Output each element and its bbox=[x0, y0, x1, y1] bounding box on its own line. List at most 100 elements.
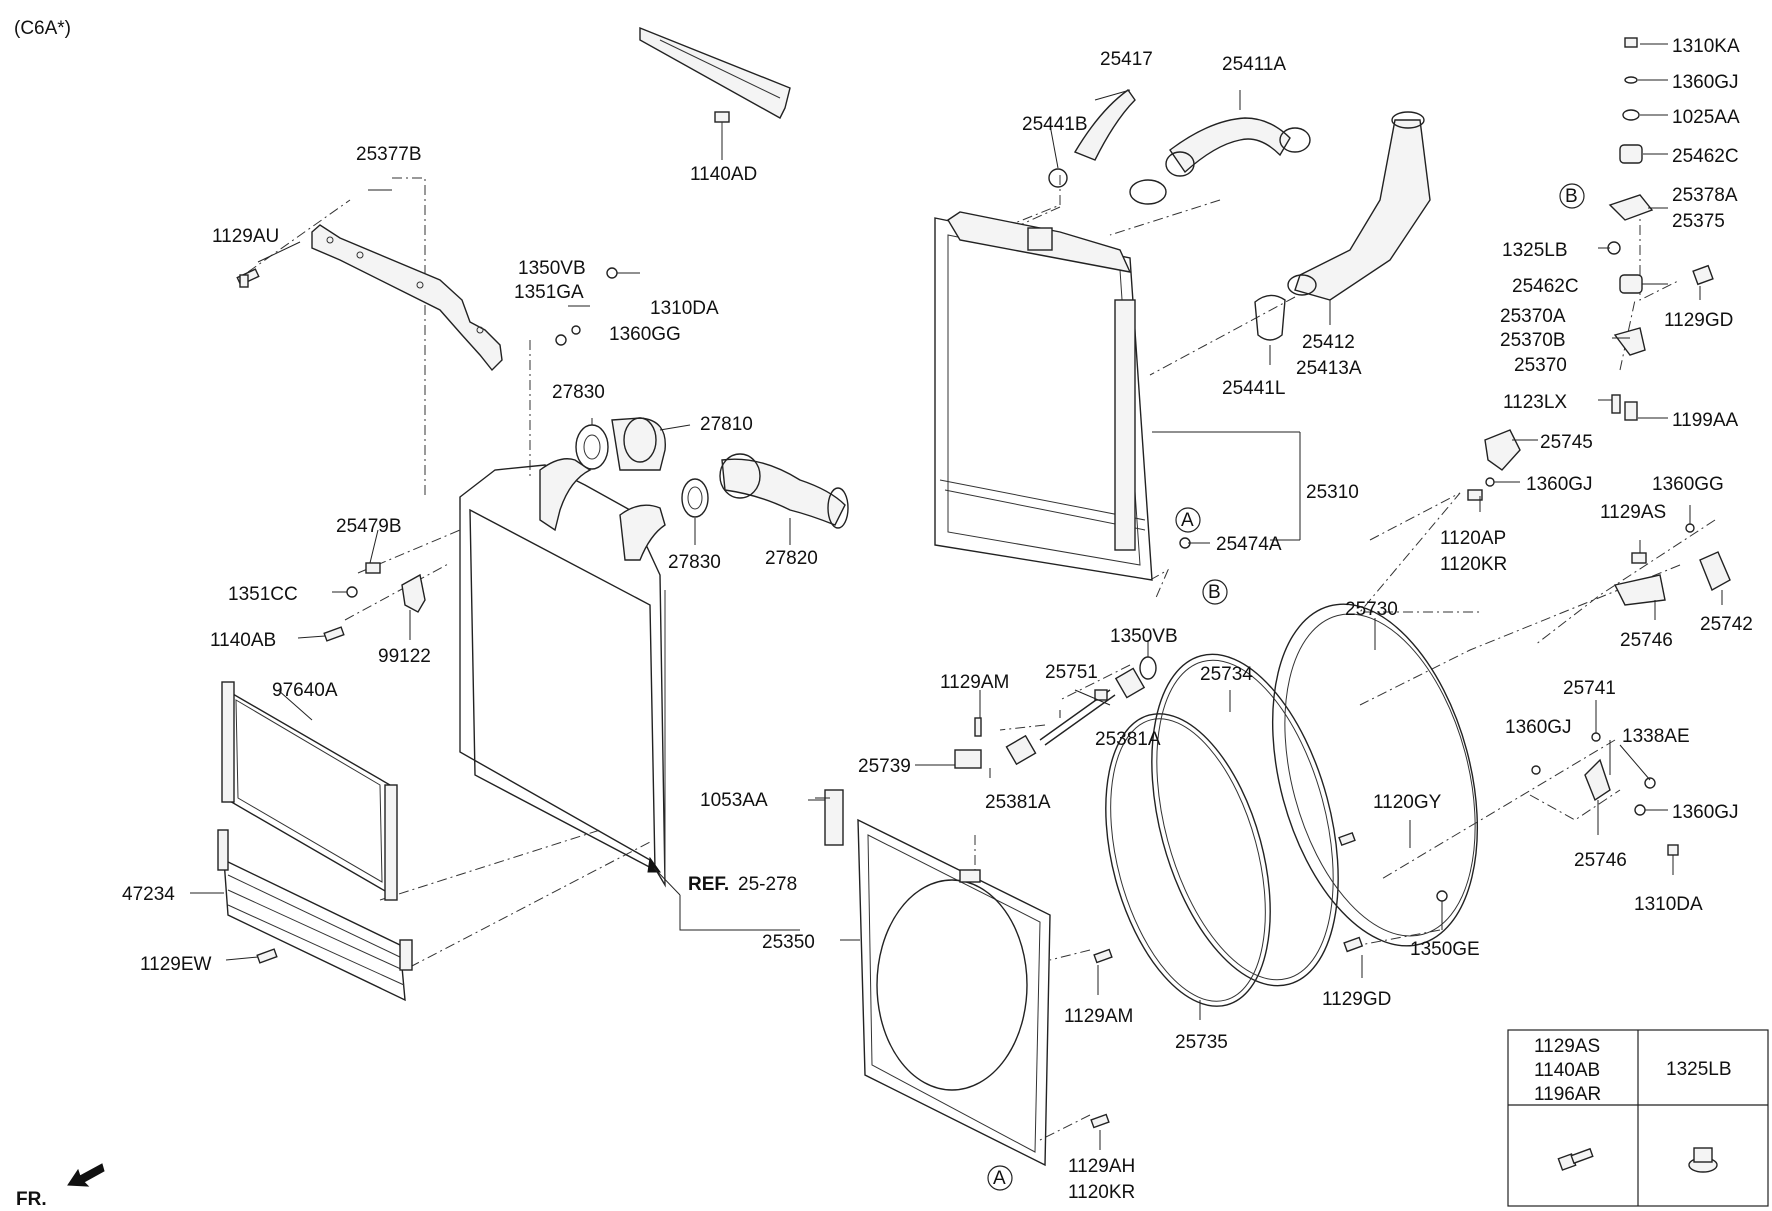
right-brackets bbox=[1467, 429, 1731, 856]
leader-lines bbox=[190, 43, 1723, 1150]
label-25741: 25741 bbox=[1563, 678, 1616, 699]
label-25378a: 25378A bbox=[1672, 185, 1738, 206]
center-bolts bbox=[1090, 831, 1448, 1129]
label-1360gg-right: 1360GG bbox=[1652, 474, 1724, 495]
label-25381a-low: 25381A bbox=[985, 792, 1051, 813]
label-25441b: 25441B bbox=[1022, 114, 1088, 135]
flange-bolt-icon bbox=[1557, 1147, 1594, 1171]
flange-nut-icon bbox=[1688, 1147, 1718, 1173]
circle-ref-a-lower bbox=[987, 1165, 1013, 1191]
fan-shroud-25350-part bbox=[824, 789, 1051, 1167]
label-1129as: 1129AS bbox=[1600, 502, 1666, 523]
label-1350vb-left: 1350VB bbox=[518, 258, 586, 279]
label-25370a: 25370A bbox=[1500, 306, 1566, 327]
model-code: (C6A*) bbox=[14, 18, 71, 39]
label-25350: 25350 bbox=[762, 932, 815, 953]
legend-right-header: 1325LB bbox=[1666, 1059, 1732, 1080]
label-47234: 47234 bbox=[122, 884, 175, 905]
legend-left-header-3: 1196AR bbox=[1534, 1084, 1601, 1105]
upper-support-bracket-part bbox=[311, 224, 503, 372]
label-25474a: 25474A bbox=[1216, 534, 1282, 555]
label-1053aa: 1053AA bbox=[700, 790, 768, 811]
label-25742: 25742 bbox=[1700, 614, 1753, 635]
label-99122: 99122 bbox=[378, 646, 431, 667]
label-1129am-low: 1129AM bbox=[1064, 1006, 1133, 1027]
label-1310da-left: 1310DA bbox=[650, 298, 719, 319]
label-1360gj-low: 1360GJ bbox=[1505, 717, 1572, 738]
label-27810: 27810 bbox=[700, 414, 753, 435]
circle-ref-b-bracket bbox=[1559, 183, 1585, 209]
ref-prefix: REF. bbox=[688, 874, 729, 895]
label-1129ah: 1129AH bbox=[1068, 1156, 1135, 1177]
upper-hose-parts bbox=[1048, 89, 1431, 341]
label-25381a-top: 25381A bbox=[1095, 729, 1161, 750]
label-1310da-right: 1310DA bbox=[1634, 894, 1703, 915]
circle-ref-b-radiator bbox=[1202, 579, 1228, 605]
label-1360gg-left: 1360GG bbox=[609, 324, 681, 345]
bolt-1129au-icon bbox=[236, 268, 260, 288]
shroud-mount-parts bbox=[954, 656, 1157, 1191]
circle-ref-a-lower-label: A bbox=[993, 1168, 1006, 1189]
label-1129gd-top: 1129GD bbox=[1664, 310, 1733, 331]
label-1199aa: 1199AA bbox=[1672, 410, 1739, 431]
label-1120gy: 1120GY bbox=[1373, 792, 1442, 813]
assembly-dash-lines bbox=[247, 175, 1716, 1141]
legend-left-header-2: 1140AB bbox=[1534, 1060, 1600, 1081]
front-direction-arrow-icon bbox=[67, 1163, 105, 1187]
label-1129gd-low: 1129GD bbox=[1322, 989, 1391, 1010]
intercooler-core-part bbox=[459, 458, 666, 888]
label-1350vb-mid: 1350VB bbox=[1110, 626, 1178, 647]
label-25745: 25745 bbox=[1540, 432, 1593, 453]
label-1120kr-mid: 1120KR bbox=[1440, 554, 1507, 575]
label-25751: 25751 bbox=[1045, 662, 1098, 683]
label-25739: 25739 bbox=[858, 756, 911, 777]
label-25375: 25375 bbox=[1672, 211, 1725, 232]
label-1129au: 1129AU bbox=[212, 226, 279, 247]
label-1310ka: 1310KA bbox=[1672, 36, 1740, 57]
label-1351ga: 1351GA bbox=[514, 282, 584, 303]
label-1025aa: 1025AA bbox=[1672, 107, 1740, 128]
label-25462c-top: 25462C bbox=[1672, 146, 1739, 167]
label-25310: 25310 bbox=[1306, 482, 1359, 503]
label-25370: 25370 bbox=[1514, 355, 1567, 376]
bolt-1129ew-icon bbox=[256, 948, 278, 964]
front-direction-label: FR. bbox=[16, 1189, 47, 1210]
intercooler-hose-parts bbox=[575, 417, 849, 529]
label-1123lx: 1123LX bbox=[1503, 392, 1567, 413]
label-1120ap: 1120AP bbox=[1440, 528, 1506, 549]
label-27820: 27820 bbox=[765, 548, 818, 569]
label-25462c-low: 25462C bbox=[1512, 276, 1579, 297]
label-1120kr-low: 1120KR bbox=[1068, 1182, 1135, 1203]
fastener-legend-table bbox=[1507, 1029, 1769, 1207]
label-25412: 25412 bbox=[1302, 332, 1355, 353]
label-97640a: 97640A bbox=[272, 680, 338, 701]
oil-cooler-47234-part bbox=[217, 829, 413, 1002]
circle-ref-a-upper bbox=[1175, 507, 1201, 533]
shroud-rings-parts bbox=[1105, 603, 1479, 1007]
ref-value: 25-278 bbox=[738, 874, 797, 895]
circle-ref-b-bracket-label: B bbox=[1565, 186, 1578, 207]
radiator-25310-part bbox=[934, 211, 1153, 581]
label-1350ge: 1350GE bbox=[1410, 939, 1480, 960]
label-25441l: 25441L bbox=[1222, 378, 1285, 399]
condenser-97640a-part bbox=[221, 681, 398, 901]
label-1129ew: 1129EW bbox=[140, 954, 212, 975]
label-25411a: 25411A bbox=[1222, 54, 1286, 75]
label-27830-top: 27830 bbox=[552, 382, 605, 403]
reference-arrow bbox=[647, 856, 800, 931]
circle-ref-a-upper-label: A bbox=[1181, 510, 1194, 531]
label-1140ab: 1140AB bbox=[210, 630, 276, 651]
upper-bracket-part bbox=[639, 26, 791, 145]
label-25746-top: 25746 bbox=[1620, 630, 1673, 651]
label-1129am-top: 1129AM bbox=[940, 672, 1009, 693]
label-1325lb: 1325LB bbox=[1502, 240, 1568, 261]
label-25370b: 25370B bbox=[1500, 330, 1566, 351]
label-1351cc: 1351CC bbox=[228, 584, 298, 605]
label-1338ae: 1338AE bbox=[1622, 726, 1690, 747]
label-25377b: 25377B bbox=[356, 144, 422, 165]
part-number-labels: 1310KA 1360GJ 1025AA 25462C 25378A 25375… bbox=[122, 36, 1753, 1203]
label-25730: 25730 bbox=[1345, 599, 1398, 620]
label-1360gj-top: 1360GJ bbox=[1672, 72, 1739, 93]
